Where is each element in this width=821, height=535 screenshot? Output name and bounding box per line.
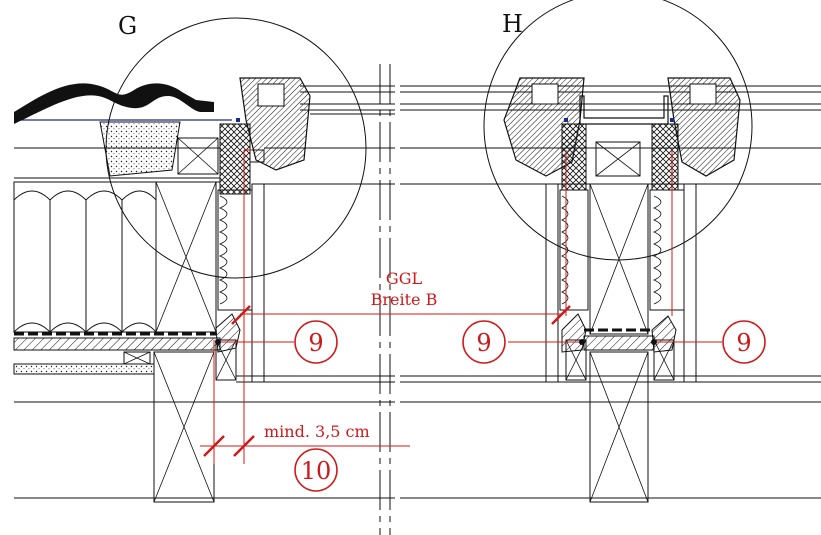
marker-circle-g-bottom	[294, 448, 338, 492]
detail-label-g: G	[118, 12, 137, 40]
detail-h	[400, 0, 821, 503]
window-insulation-h-left	[559, 189, 589, 311]
marker-g-bottom: 10	[301, 457, 332, 485]
window-insulation-h-right	[649, 189, 685, 311]
window-insulation-g	[217, 189, 253, 311]
board-g	[13, 337, 221, 351]
detail-label-h: H	[502, 10, 523, 38]
detail-circle-h	[483, 0, 753, 261]
batten-g	[177, 137, 219, 175]
ggl-width-label: Breite B	[371, 290, 438, 309]
marker-circle-h-left	[462, 320, 506, 364]
break-line	[379, 64, 391, 535]
ggl-label: GGL	[386, 269, 423, 288]
mortar-fill	[99, 121, 181, 177]
detail-g	[13, 17, 395, 503]
marker-circle-g-right	[294, 320, 338, 364]
marker-h-left: 9	[476, 329, 491, 357]
rafter-g	[155, 181, 217, 333]
roof-tile	[14, 83, 214, 124]
annotations	[200, 149, 766, 492]
detail-circle-g	[105, 17, 367, 279]
marker-circle-h-right	[722, 320, 766, 364]
insulation-g	[13, 181, 157, 333]
min-distance-label: mind. 3,5 cm	[264, 422, 370, 441]
marker-h-right: 9	[736, 329, 751, 357]
marker-g-right: 9	[308, 329, 323, 357]
